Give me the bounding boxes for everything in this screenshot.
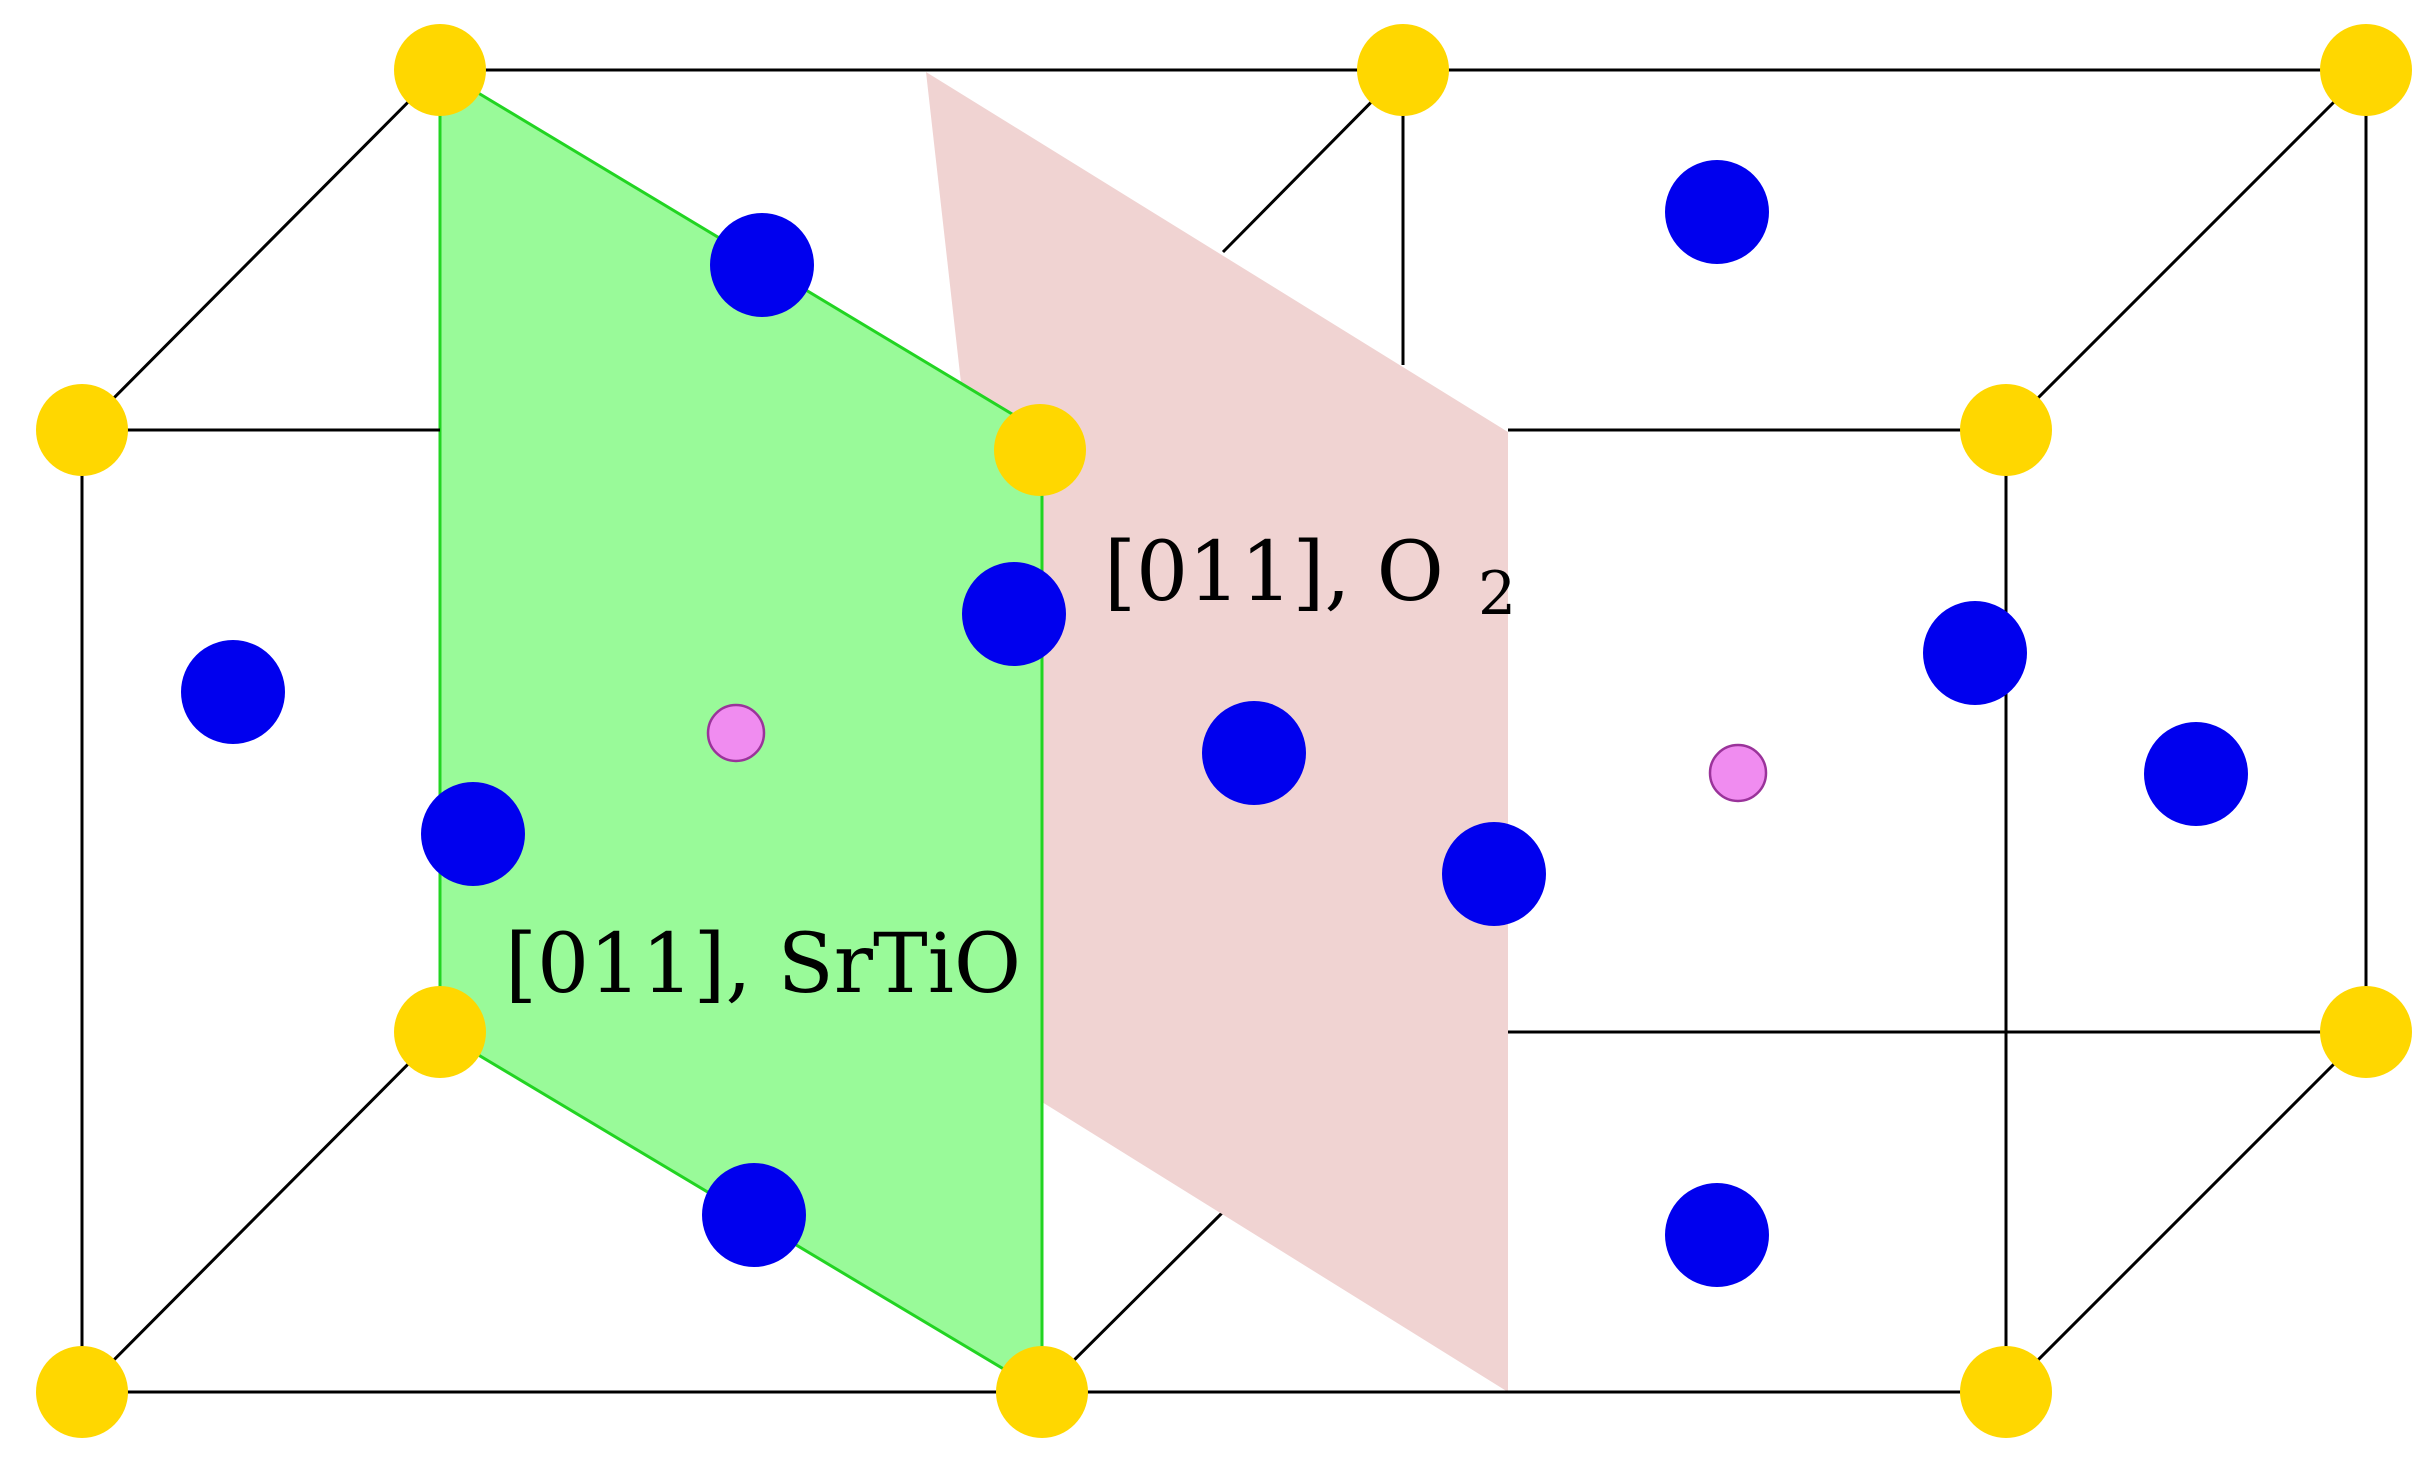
o-atom xyxy=(962,562,1066,666)
o-atom xyxy=(1202,701,1306,805)
sr-atom xyxy=(394,24,486,116)
o-atom xyxy=(1923,601,2027,705)
o2-plane-label: [011], O 2 xyxy=(1104,525,1516,629)
edge-back-right-lower-diagonal xyxy=(2004,1030,2368,1394)
srtio-plane-label: [011], SrTiO xyxy=(505,917,1021,1012)
edge-back-right-upper-diagonal xyxy=(2004,68,2368,432)
sr-atom xyxy=(996,1346,1088,1438)
edge-back-left-lower-diagonal xyxy=(80,1030,442,1394)
o-atom xyxy=(1442,822,1546,926)
sr-atom xyxy=(994,404,1086,496)
oxygen-atoms xyxy=(181,160,2248,1287)
sr-atom xyxy=(36,384,128,476)
titanium-atoms xyxy=(706,703,1768,803)
edge-back-left-upper-diagonal xyxy=(80,68,442,432)
sr-atom xyxy=(1960,1346,2052,1438)
sr-atom xyxy=(394,986,486,1078)
ti-atom xyxy=(706,703,766,763)
o-atom xyxy=(1665,160,1769,264)
sr-atom xyxy=(1357,24,1449,116)
strontium-atoms xyxy=(36,24,2412,1438)
sr-atom xyxy=(2320,986,2412,1078)
o-atom xyxy=(2144,722,2248,826)
sr-atom xyxy=(36,1346,128,1438)
sr-atom xyxy=(1960,384,2052,476)
o-atom xyxy=(421,782,525,886)
o-atom xyxy=(181,640,285,744)
o-atom xyxy=(1665,1183,1769,1287)
ti-atom xyxy=(1708,743,1768,803)
o2-plane-label-main: [011], O xyxy=(1104,525,1444,620)
o2-plane-label-subscript: 2 xyxy=(1478,559,1516,629)
o-atom xyxy=(710,213,814,317)
sr-atom xyxy=(2320,24,2412,116)
o-atom xyxy=(702,1163,806,1267)
